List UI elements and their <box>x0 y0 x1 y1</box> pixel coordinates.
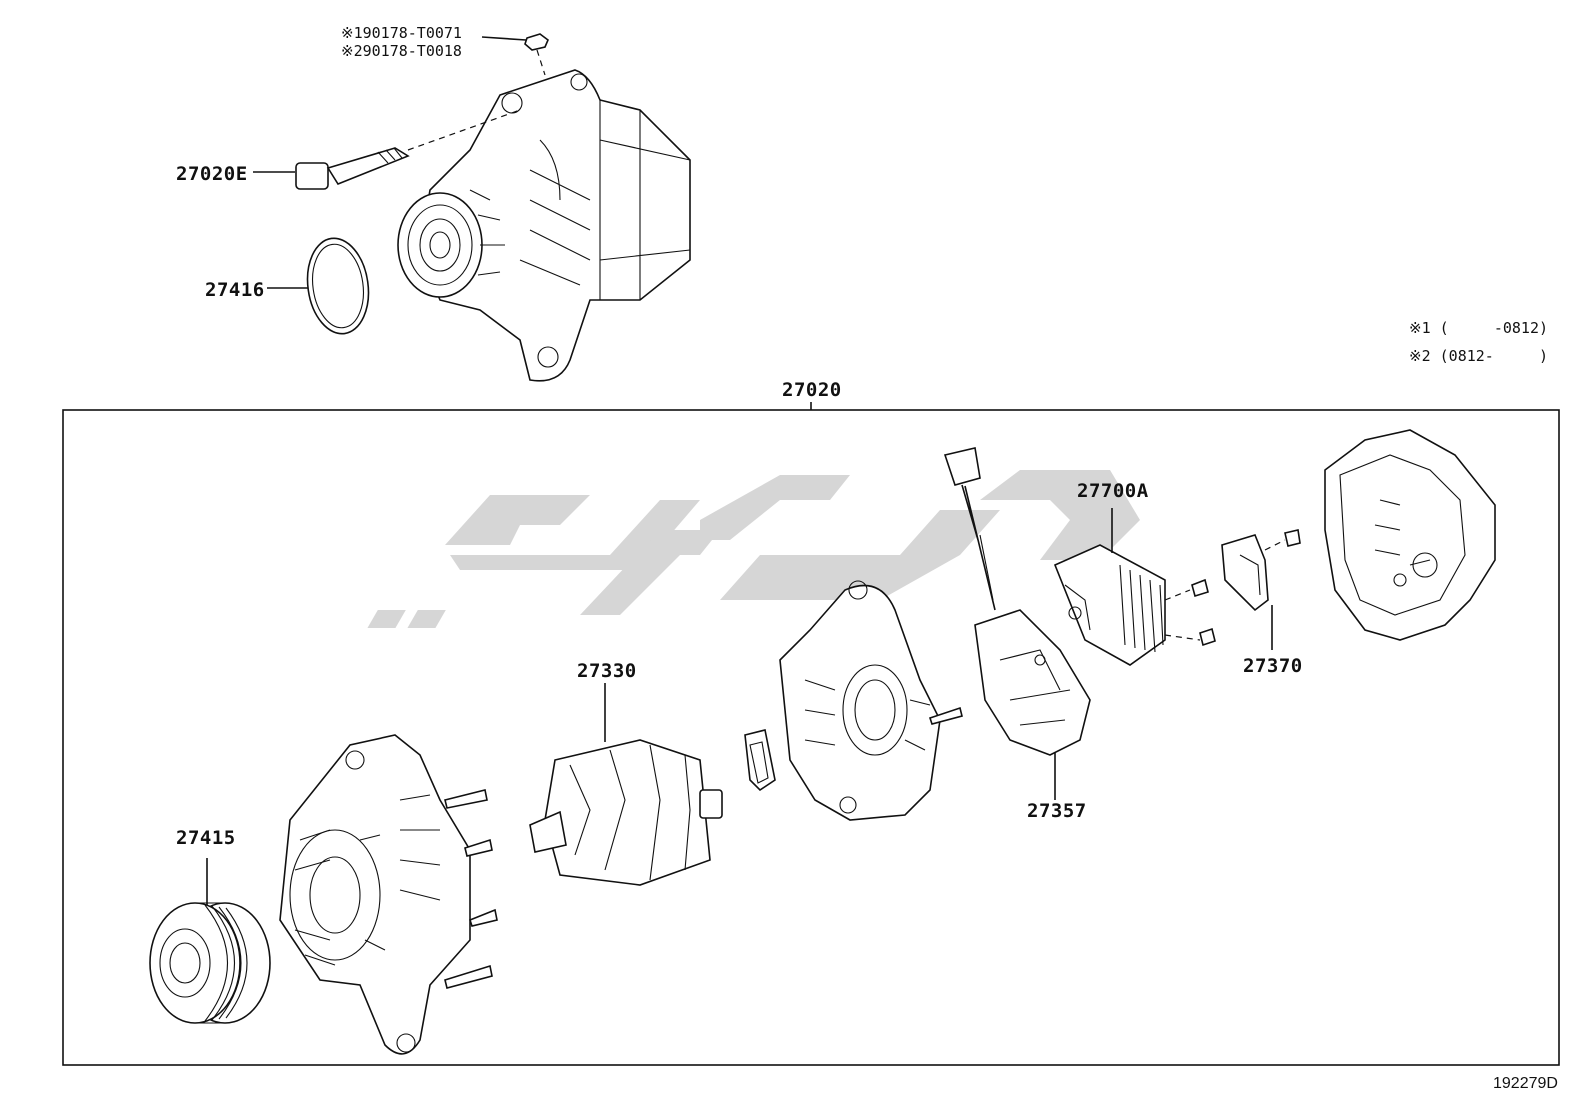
regulator-27700A-illustration <box>1053 544 1216 666</box>
drive-end-frame-illustration <box>279 734 498 1055</box>
legend-note-2: ※2 (0812- ) <box>1409 347 1548 365</box>
legend-note-1: ※1 ( -0812) <box>1409 319 1548 337</box>
figure-id: 192279D <box>1493 1075 1558 1092</box>
pulley-27415-illustration <box>149 902 271 1024</box>
part-label-27020E[interactable]: 27020E <box>176 163 248 185</box>
terminal-insulator-27370-illustration <box>1221 529 1301 612</box>
fastener-note-2: ※290178-T0018 <box>341 42 462 60</box>
rotor-27330-illustration <box>529 739 723 886</box>
seal-ring-illustration <box>744 729 776 792</box>
watermark-logo <box>367 470 1140 628</box>
leader-fastener <box>481 36 527 41</box>
part-label-27700A[interactable]: 27700A <box>1077 480 1149 502</box>
part-label-27416[interactable]: 27416 <box>205 279 265 301</box>
bolt-27020E-illustration <box>295 109 521 190</box>
brush-holder-27357-illustration <box>943 447 1091 756</box>
part-label-27415[interactable]: 27415 <box>176 827 236 849</box>
fastener-note-1: ※190178-T0071 <box>341 24 462 42</box>
top-alternator-illustration <box>397 69 691 382</box>
rear-cover-illustration <box>1324 429 1496 641</box>
rear-end-frame-illustration <box>779 580 963 821</box>
part-label-27330[interactable]: 27330 <box>577 660 637 682</box>
fastener-nut-illustration <box>524 33 549 76</box>
part-label-27370[interactable]: 27370 <box>1243 655 1303 677</box>
part-label-27020[interactable]: 27020 <box>782 379 842 401</box>
part-label-27357[interactable]: 27357 <box>1027 800 1087 822</box>
cover-plate-27416-illustration <box>306 237 370 335</box>
